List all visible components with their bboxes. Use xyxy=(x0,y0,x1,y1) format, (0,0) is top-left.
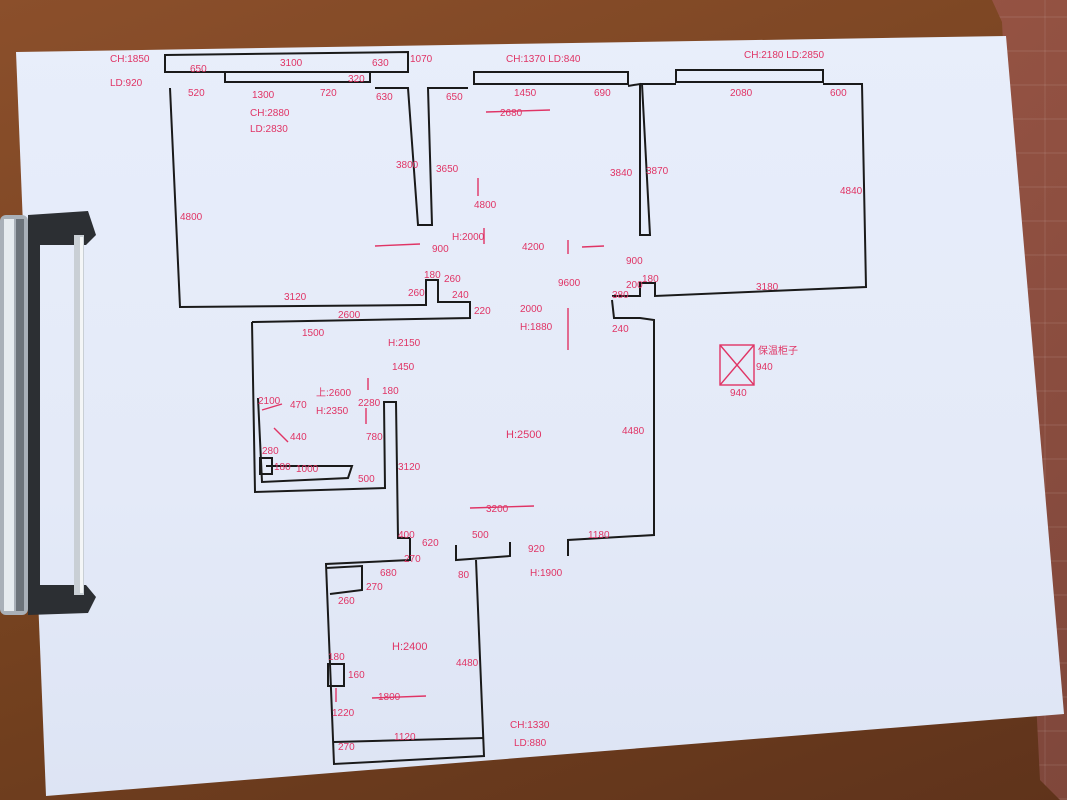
label-bath-280: 280 xyxy=(262,446,279,457)
label-k-270: 270 xyxy=(404,554,421,565)
label-k-ld: LD:880 xyxy=(514,738,547,749)
label-top-630: 630 xyxy=(372,58,389,69)
label-mid-690: 690 xyxy=(594,88,611,99)
label-right-180: 180 xyxy=(642,274,659,285)
label-top-520: 520 xyxy=(188,88,205,99)
label-right-200: 200 xyxy=(626,280,643,291)
label-living-h2500: H:2500 xyxy=(506,429,541,441)
label-bath-2100: 2100 xyxy=(258,396,281,407)
label-top-650: 650 xyxy=(190,64,207,75)
label-room1-240: 240 xyxy=(452,290,469,301)
label-mid-h2000: H:2000 xyxy=(452,232,485,243)
label-room1-4800: 4800 xyxy=(180,212,203,223)
label-bath-500: 500 xyxy=(358,474,375,485)
label-k-h2400: H:2400 xyxy=(392,641,427,653)
label-bath-440: 440 xyxy=(290,432,307,443)
label-bath-top2600: 上:2600 xyxy=(316,387,351,399)
label-k-1800: 1800 xyxy=(378,692,401,703)
label-mid-4800: 4800 xyxy=(474,200,497,211)
label-hall-900: 900 xyxy=(432,244,449,255)
label-cabinet: 保温柜子 xyxy=(758,344,798,357)
label-mid-3840: 3840 xyxy=(610,168,633,179)
label-k-1120: 1120 xyxy=(394,732,416,743)
label-mid-1450: 1450 xyxy=(514,88,537,99)
label-living-500: 500 xyxy=(472,530,489,541)
label-hall-2000: 2000 xyxy=(520,304,543,315)
label-right-4840: 4840 xyxy=(840,186,863,197)
label-bath-h2350: H:2350 xyxy=(316,406,349,417)
label-k-270b: 270 xyxy=(366,582,383,593)
label-k-260: 260 xyxy=(338,596,355,607)
label-mid-ch: CH:1370 LD:840 xyxy=(506,54,581,65)
label-room1-220: 220 xyxy=(474,306,491,317)
label-room1-3120: 3120 xyxy=(284,292,307,303)
label-room1-260b: 260 xyxy=(408,288,425,299)
label-room1-260: 260 xyxy=(444,274,461,285)
label-living-920: 920 xyxy=(528,544,545,555)
cabinet-box-icon xyxy=(719,344,755,386)
label-living-4480: 4480 xyxy=(622,426,645,437)
label-right-380: 380 xyxy=(612,290,629,301)
label-bath-1500: 1500 xyxy=(302,328,325,339)
label-top-1070: 1070 xyxy=(410,54,433,65)
label-top-3100: 3100 xyxy=(280,58,303,69)
label-living-h1900: H:1900 xyxy=(530,568,563,579)
label-right-600: 600 xyxy=(830,88,847,99)
label-living-3200: 3200 xyxy=(486,504,509,515)
label-k-270c: 270 xyxy=(338,742,355,753)
label-right-240: 240 xyxy=(612,324,629,335)
label-hall-900b: 900 xyxy=(626,256,643,267)
label-k-620: 620 xyxy=(422,538,439,549)
label-cabinet-940: 940 xyxy=(756,362,773,373)
label-bath-3120: 3120 xyxy=(398,462,421,473)
label-room1-3800: 3800 xyxy=(396,160,419,171)
label-k-160: 160 xyxy=(348,670,365,681)
label-k-1220: 1220 xyxy=(332,708,355,719)
label-bath-2600: 2600 xyxy=(338,310,361,321)
label-top-320: 320 xyxy=(348,74,365,85)
label-right-ch: CH:2180 LD:2850 xyxy=(744,50,824,61)
label-room1-ch: CH:2880 xyxy=(250,108,290,119)
dimension-arrows xyxy=(261,109,605,702)
label-bath-470: 470 xyxy=(290,400,307,411)
clipboard-clip-icon xyxy=(0,211,96,615)
label-bath-2280: 2280 xyxy=(358,398,381,409)
label-win-top-left: CH:1850 xyxy=(110,54,150,65)
label-mid-650: 650 xyxy=(446,92,463,103)
label-hall-9600: 9600 xyxy=(558,278,581,289)
label-bath-180: 180 xyxy=(382,386,399,397)
label-k-ch: CH:1330 xyxy=(510,720,550,731)
label-mid-2680: 2680 xyxy=(500,108,523,119)
label-k-80: 80 xyxy=(458,570,470,581)
label-top-630b: 630 xyxy=(376,92,393,103)
label-right-3870: 3870 xyxy=(646,166,669,177)
label-win-top-left-ld: LD:920 xyxy=(110,78,143,89)
label-hall-4200: 4200 xyxy=(522,242,545,253)
label-cabinet-940b: 940 xyxy=(730,388,747,399)
label-bath-780: 780 xyxy=(366,432,383,443)
label-bath-h2150: H:2150 xyxy=(388,338,421,349)
dimension-labels: CH:1850 LD:920 3100 650 1070 630 520 130… xyxy=(110,50,863,753)
label-right-2080: 2080 xyxy=(730,88,753,99)
label-top-1300: 1300 xyxy=(252,90,275,101)
label-bath-180b: 180 xyxy=(274,462,291,473)
label-bath-1000: 1000 xyxy=(296,464,319,475)
label-living-1180: 1180 xyxy=(588,530,610,541)
label-right-3180: 3180 xyxy=(756,282,779,293)
label-k-180: 180 xyxy=(328,652,345,663)
label-k-400: 400 xyxy=(398,530,415,541)
label-room1-180: 180 xyxy=(424,270,441,281)
label-mid-3650: 3650 xyxy=(436,164,459,175)
label-hall-h1880: H:1880 xyxy=(520,322,553,333)
label-top-720: 720 xyxy=(320,88,337,99)
label-bath-1450: 1450 xyxy=(392,362,415,373)
label-k-680: 680 xyxy=(380,568,397,579)
wall-lines xyxy=(164,50,868,766)
label-room1-ld: LD:2830 xyxy=(250,124,288,135)
label-k-4480: 4480 xyxy=(456,658,479,669)
